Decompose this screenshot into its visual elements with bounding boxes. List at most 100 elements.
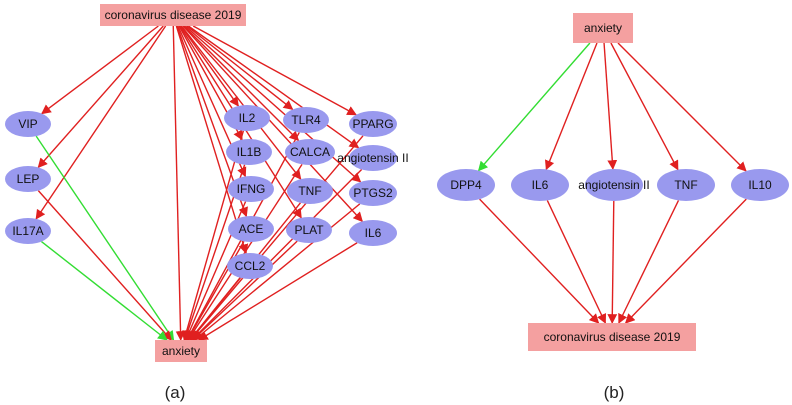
node-il6-a: IL6 <box>349 220 397 246</box>
node-label: PLAT <box>294 223 324 237</box>
node-ptgs2: PTGS2 <box>349 180 397 206</box>
ellipse-shape <box>5 218 51 244</box>
ellipse-shape <box>287 178 333 204</box>
node-covid-a: coronavirus disease 2019 <box>100 4 246 26</box>
edge-covid_a-to-LEP <box>37 25 164 169</box>
panel-a-caption: (a) <box>165 383 186 402</box>
ellipse-shape <box>283 107 329 133</box>
panel-b-caption: (b) <box>604 383 625 402</box>
node-label: IL10 <box>748 178 772 192</box>
edge-covid_a-to-TLR4 <box>186 25 294 111</box>
edge-PPARG-to-anxiety_a <box>189 135 364 341</box>
node-label: IL6 <box>532 178 549 192</box>
node-label: TNF <box>674 178 697 192</box>
edge-anxiety_b-to-angio_b <box>603 42 618 170</box>
node-label: ACE <box>239 222 264 236</box>
edge-covid_a-to-TNF_a <box>181 25 302 180</box>
node-label: angiotensin II <box>337 151 408 165</box>
panel-a-edges <box>35 25 364 341</box>
node-pparg: PPARG <box>349 111 397 137</box>
node-label: PPARG <box>352 117 393 131</box>
node-tnf-b: TNF <box>657 169 715 201</box>
node-dpp4: DPP4 <box>437 169 495 201</box>
ellipse-shape <box>731 169 789 201</box>
edge-covid_a-to-CALCA <box>183 25 300 142</box>
edge-IL6_b-to-covid_b <box>546 200 607 324</box>
node-label: CCL2 <box>235 259 266 273</box>
ellipse-shape <box>657 169 715 201</box>
ellipse-shape <box>349 220 397 246</box>
node-angio-b: angiotensin II <box>578 169 650 201</box>
node-label: IL1B <box>237 145 262 159</box>
node-anxiety-a: anxiety <box>155 340 207 362</box>
ellipse-shape <box>437 169 495 201</box>
node-label: anxiety <box>584 21 622 35</box>
edge-angio_a-to-anxiety_a <box>191 168 363 341</box>
node-label: angiotensin II <box>578 178 649 192</box>
node-il17a: IL17A <box>5 218 51 244</box>
node-il2: IL2 <box>224 105 270 131</box>
node-label: IL6 <box>365 226 382 240</box>
edge-IL17A-to-anxiety_a <box>41 240 168 341</box>
edge-DPP4-to-covid_b <box>479 198 600 324</box>
node-tnf-a: TNF <box>287 178 333 204</box>
node-label: TNF <box>298 184 321 198</box>
node-plat: PLAT <box>286 217 332 243</box>
node-angio-a: angiotensin II <box>337 145 409 171</box>
node-label: IFNG <box>237 182 266 196</box>
rect-shape <box>155 340 207 362</box>
node-label: LEP <box>17 172 40 186</box>
ellipse-shape <box>5 111 51 137</box>
edge-IL6_a-to-anxiety_a <box>198 242 358 341</box>
edge-PTGS2-to-anxiety_a <box>193 203 361 341</box>
node-label: TLR4 <box>291 113 321 127</box>
ellipse-shape <box>349 111 397 137</box>
ellipse-shape <box>286 217 332 243</box>
node-ace: ACE <box>228 216 274 242</box>
panel-b: anxiety coronavirus disease 2019 DPP4 IL6 an… <box>437 13 789 351</box>
node-label: coronavirus disease 2019 <box>105 8 242 22</box>
ellipse-shape <box>228 216 274 242</box>
edge-CALCA-to-anxiety_a <box>187 163 303 341</box>
panel-a: coronavirus disease 2019 anxiety VIP LEP IL1… <box>5 4 409 362</box>
ellipse-shape <box>349 145 397 171</box>
edge-IL10-to-covid_b <box>624 198 747 324</box>
node-covid-b: coronavirus disease 2019 <box>528 323 696 351</box>
ellipse-shape <box>224 105 270 131</box>
node-label: CALCA <box>290 145 330 159</box>
ellipse-shape <box>5 166 51 192</box>
node-ccl2: CCL2 <box>227 253 273 279</box>
node-tlr4: TLR4 <box>283 107 329 133</box>
edge-PLAT-to-anxiety_a <box>191 240 298 341</box>
node-anxiety-b: anxiety <box>573 13 633 43</box>
node-label: IL2 <box>239 111 256 125</box>
edge-TNF_b-to-covid_b <box>618 200 680 324</box>
ellipse-shape <box>511 169 569 201</box>
panel-b-edges <box>477 42 747 324</box>
rect-shape <box>573 13 633 43</box>
edge-anxiety_b-to-DPP4 <box>477 42 591 172</box>
ellipse-shape <box>585 169 643 201</box>
edge-VIP-to-anxiety_a <box>35 135 175 341</box>
ellipse-shape <box>285 139 335 165</box>
edge-covid_a-to-VIP <box>41 25 159 115</box>
node-label: PTGS2 <box>353 186 393 200</box>
panel-b-nodes: anxiety coronavirus disease 2019 DPP4 IL6 an… <box>437 13 789 351</box>
ellipse-shape <box>349 180 397 206</box>
rect-shape <box>528 323 696 351</box>
node-il6-b: IL6 <box>511 169 569 201</box>
ellipse-shape <box>228 176 274 202</box>
node-label: IL17A <box>12 224 43 238</box>
node-vip: VIP <box>5 111 51 137</box>
edge-covid_a-to-PPARG <box>192 25 357 116</box>
edge-covid_a-to-angio_a <box>187 25 360 149</box>
ellipse-shape <box>227 253 273 279</box>
edge-angio_b-to-covid_b <box>607 200 618 324</box>
node-label: DPP4 <box>450 178 482 192</box>
node-il10: IL10 <box>731 169 789 201</box>
edge-covid_a-to-PTGS2 <box>184 25 362 183</box>
panel-a-nodes: coronavirus disease 2019 anxiety VIP LEP IL1… <box>5 4 409 362</box>
node-label: anxiety <box>162 344 200 358</box>
edge-covid_a-to-anxiety_a <box>172 25 186 341</box>
